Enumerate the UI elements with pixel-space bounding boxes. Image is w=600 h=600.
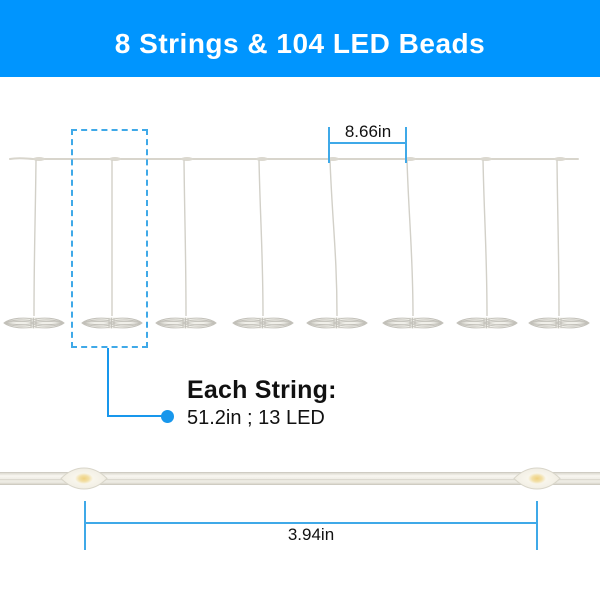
measure-tick-right — [405, 127, 407, 163]
wire-attach-point — [480, 157, 492, 161]
banner-title: 8 Strings & 104 LED Beads — [114, 27, 486, 59]
strip-measure-tick-left — [84, 501, 86, 550]
strip-measure-tick-right — [536, 501, 538, 550]
title-banner: 8 Strings & 104 LED Beads — [0, 0, 600, 77]
hanging-string — [258, 159, 264, 317]
measure-line-top — [329, 142, 407, 144]
wire-attach-point — [256, 157, 268, 161]
wire-coil-icon — [306, 317, 368, 329]
hanging-string — [183, 159, 187, 317]
hanging-string — [33, 159, 37, 317]
hanging-string — [406, 159, 414, 317]
wire-coil-icon — [3, 317, 65, 329]
hanging-string — [556, 159, 560, 317]
callout-heading: Each String: — [187, 376, 337, 404]
hanging-string — [482, 159, 488, 317]
callout-dot-icon — [161, 410, 174, 423]
wire-coil-icon — [155, 317, 217, 329]
wire-coil-icon — [456, 317, 518, 329]
callout-connector-vertical — [107, 348, 109, 417]
led-bead-icon — [60, 467, 108, 490]
wire-coil-icon — [382, 317, 444, 329]
highlighted-string-box — [71, 129, 148, 348]
strip-measure-line — [85, 522, 537, 524]
wire-attach-point — [181, 157, 193, 161]
callout-connector-horizontal — [107, 415, 163, 417]
wire-coil-icon — [232, 317, 294, 329]
led-bead-icon — [513, 467, 561, 490]
string-spacing-label: 8.66in — [344, 122, 392, 141]
wire-attach-point — [33, 157, 45, 161]
hanging-string — [329, 159, 338, 317]
strip-length-label: 3.94in — [287, 525, 335, 544]
measure-tick-left — [328, 127, 330, 163]
callout-detail: 51.2in ; 13 LED — [187, 407, 325, 429]
wire-attach-point — [554, 157, 566, 161]
wire-coil-icon — [528, 317, 590, 329]
